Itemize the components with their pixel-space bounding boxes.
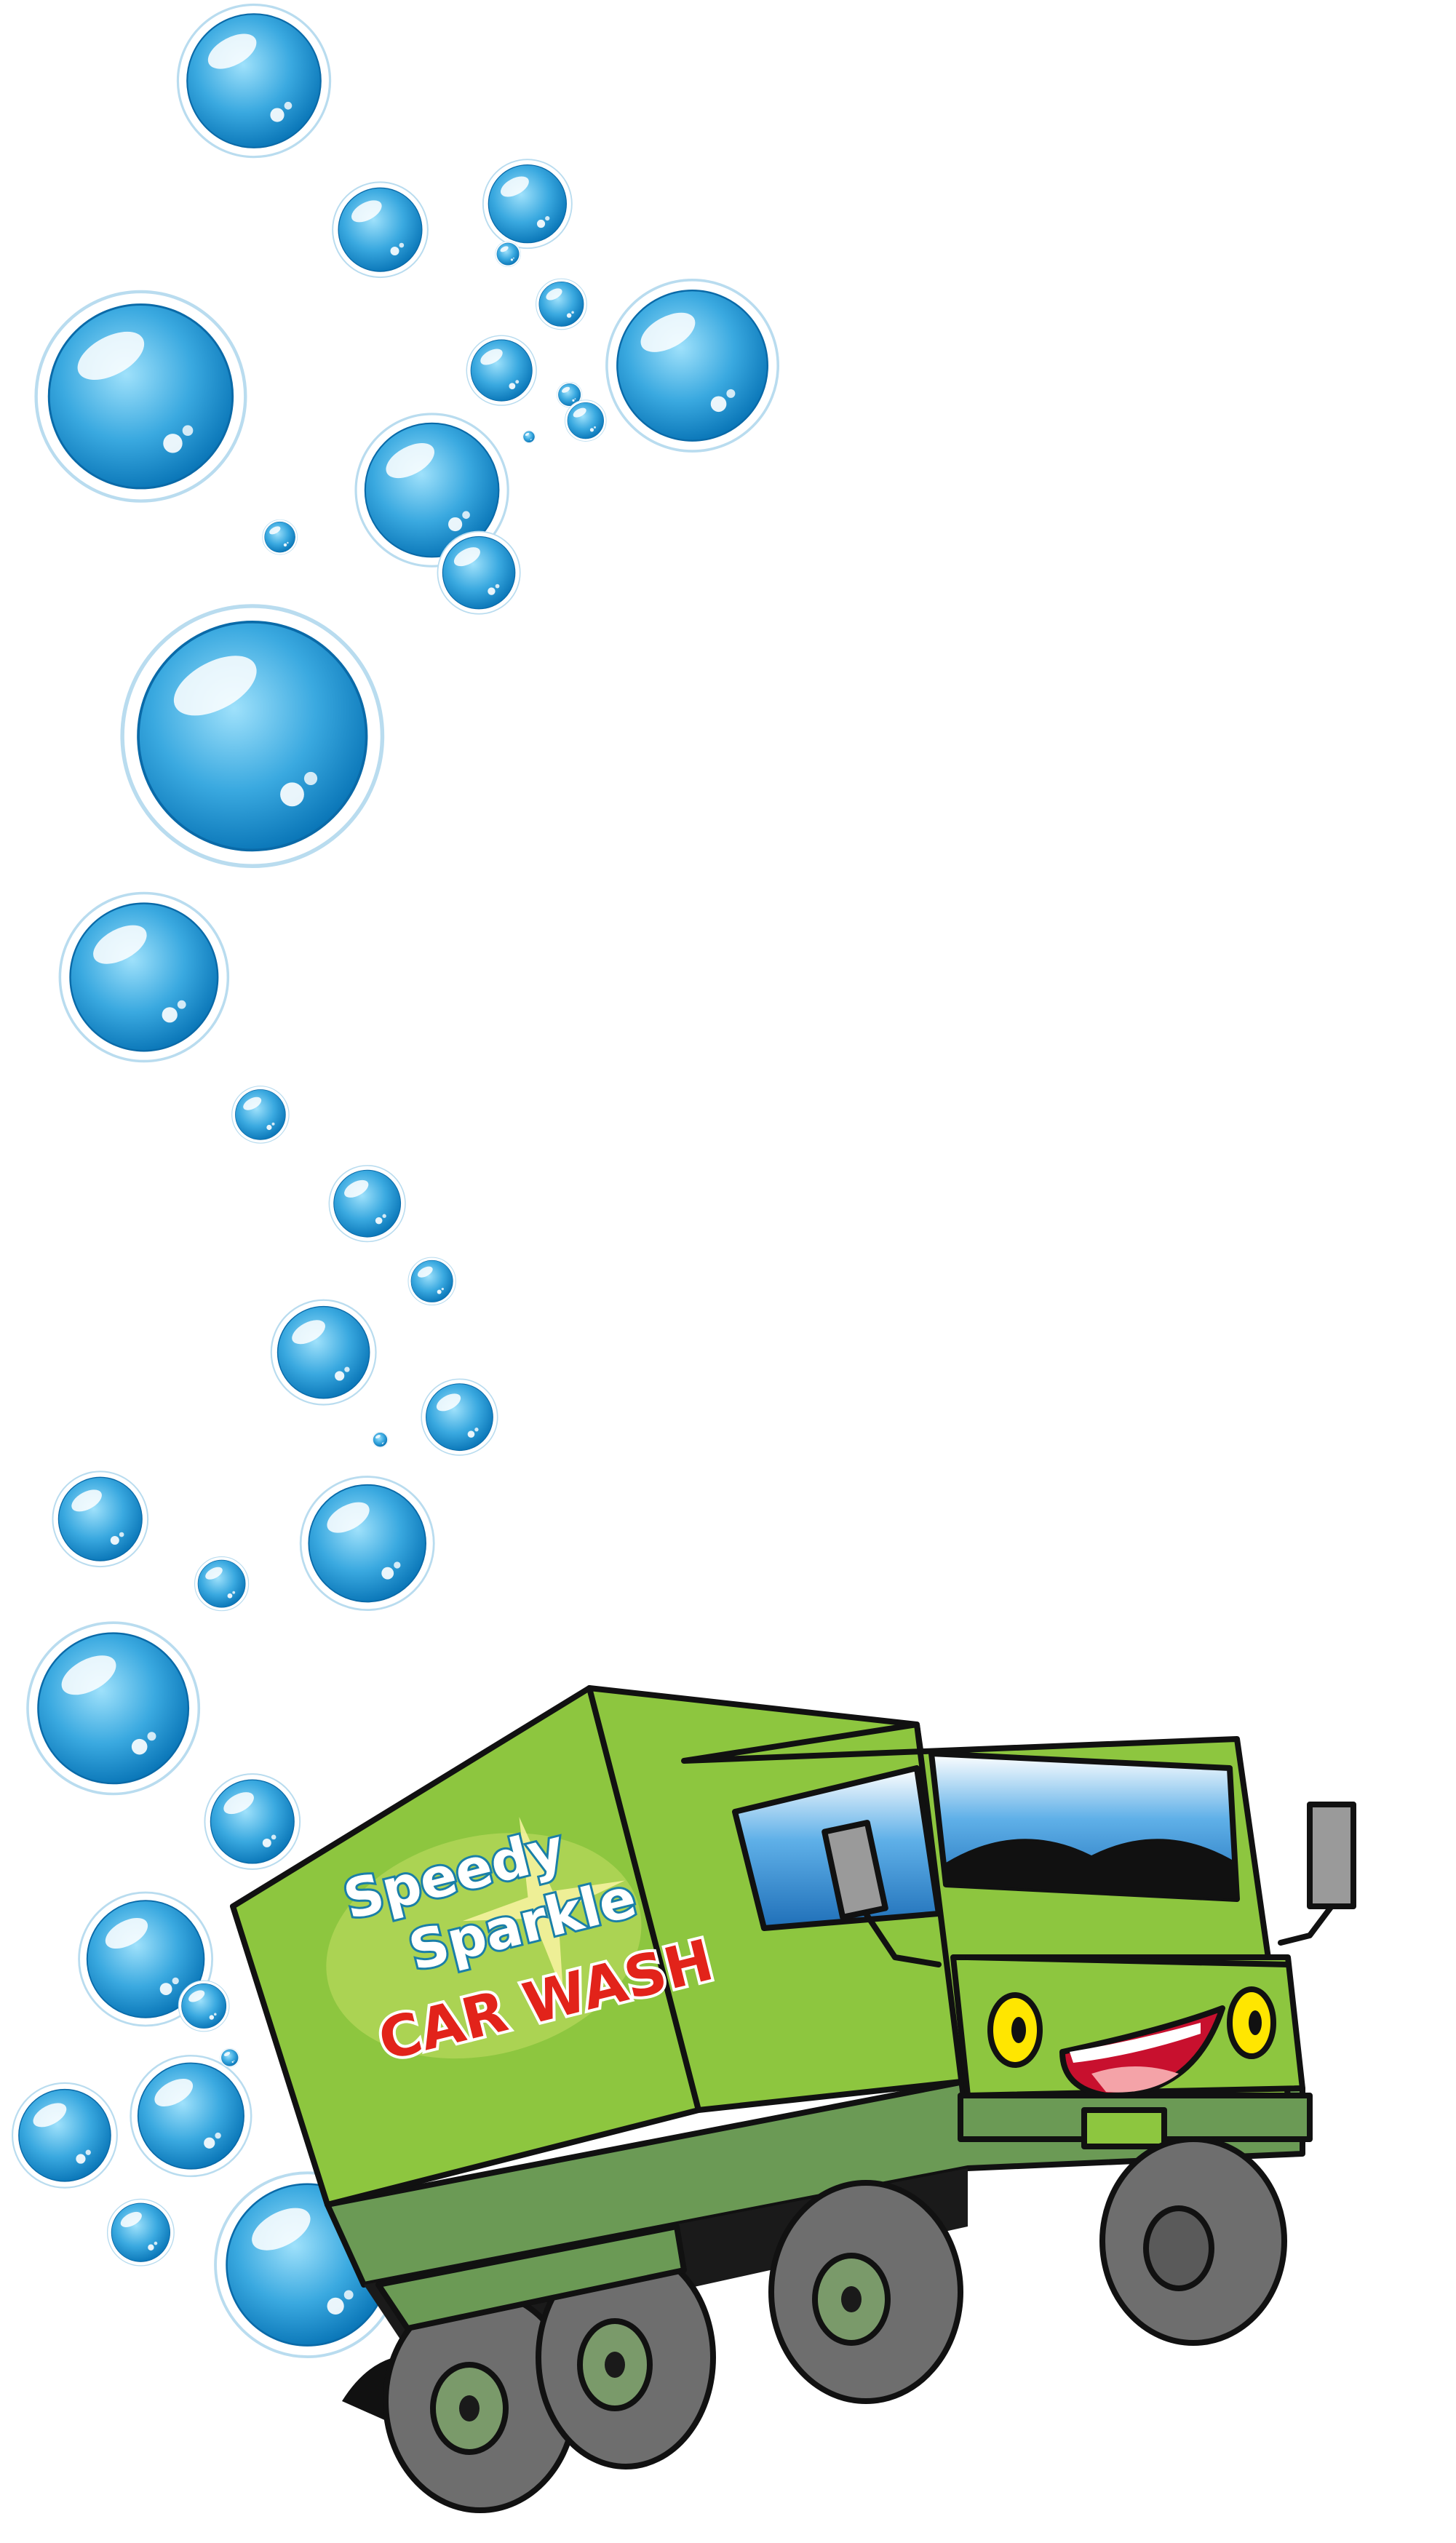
soap-bubble-icon — [220, 2047, 240, 2068]
smile-tongue — [1091, 2066, 1179, 2093]
soap-bubble-icon — [328, 1165, 406, 1243]
soap-bubble-icon — [522, 430, 536, 444]
soap-bubble-icon — [407, 1257, 456, 1306]
soap-bubble-icon — [565, 399, 607, 442]
windshield-wave — [946, 1839, 1237, 1899]
soap-bubble-icon — [262, 519, 298, 555]
soap-bubble-icon — [421, 1378, 498, 1456]
soap-bubble-icon — [106, 2198, 175, 2267]
right-mirror — [1307, 1802, 1356, 1909]
soap-bubble-icon — [176, 3, 332, 159]
left-mirror-arm — [863, 1911, 942, 1967]
truck-mascot — [230, 1685, 1356, 2513]
soap-bubble-icon — [11, 2082, 118, 2189]
soap-bubble-icon — [437, 530, 521, 615]
cab-hood — [950, 1954, 1305, 2098]
soap-bubble-icon — [495, 241, 521, 267]
hood-line — [965, 1954, 1291, 1967]
wheel-rear-left — [383, 2289, 578, 2513]
right-mirror-arm — [1278, 1903, 1334, 1946]
smile-teeth — [1070, 2023, 1201, 2063]
soap-bubble-icon — [178, 1980, 230, 2032]
soap-bubble-icon — [332, 181, 429, 279]
left-pupil — [1011, 2017, 1026, 2043]
soap-bubble-icon — [58, 891, 230, 1063]
logo-backdrop — [326, 1833, 642, 2059]
wheel-rear-right — [536, 2245, 716, 2470]
soap-bubble-icon — [204, 1773, 301, 1870]
soap-bubble-icon — [122, 606, 382, 866]
soap-bubble-icon — [130, 2055, 252, 2178]
soap-bubble-icon — [299, 1476, 435, 1612]
soap-bubble-icon — [536, 278, 587, 330]
soap-bubble-icon — [231, 1086, 290, 1144]
sparkle-icon — [462, 1817, 625, 1994]
soap-bubble-icon — [52, 1471, 149, 1568]
soap-bubble-icon — [605, 279, 779, 453]
right-pupil — [1249, 2010, 1262, 2035]
soap-bubble-icon — [372, 1431, 389, 1448]
soap-bubble-icon — [270, 1299, 377, 1406]
soap-bubble-icon — [36, 292, 246, 501]
soap-bubble-icon — [194, 1556, 250, 1612]
rear-fender — [375, 2224, 687, 2331]
wheel-front-left — [768, 2180, 963, 2404]
license-block — [1081, 2107, 1167, 2149]
wheel-front-right — [1099, 2136, 1287, 2346]
soap-bubble-icon — [482, 159, 573, 250]
soap-bubble-icon — [466, 335, 537, 406]
soap-bubble-icon — [26, 1621, 201, 1796]
